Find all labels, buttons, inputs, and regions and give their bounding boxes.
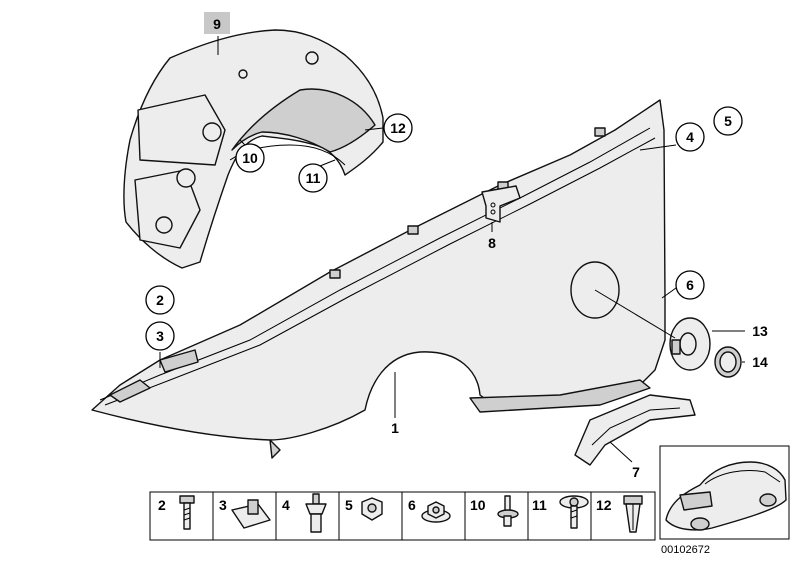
support-rail-part-7	[574, 394, 696, 466]
filler-ring-part-13	[669, 317, 711, 371]
svg-text:7: 7	[632, 464, 640, 480]
bracket-part-8	[481, 185, 521, 223]
svg-text:6: 6	[686, 277, 694, 293]
callout-4: 4	[675, 122, 705, 152]
svg-text:9: 9	[213, 16, 221, 32]
expanding-nut-icon	[623, 495, 643, 533]
callout-7: 7	[632, 464, 640, 480]
clip-nut-icon	[231, 499, 271, 529]
hex-nut-icon	[361, 497, 383, 521]
callout-11: 11	[298, 163, 328, 193]
bolt-icon	[179, 495, 195, 530]
diagram-code: 00102672	[661, 544, 710, 556]
filler-cap-part-14	[714, 346, 742, 378]
callout-14: 14	[752, 354, 768, 370]
svg-text:14: 14	[752, 354, 768, 370]
svg-text:1: 1	[391, 420, 399, 436]
callout-2: 2	[145, 285, 175, 315]
svg-text:3: 3	[156, 328, 164, 344]
legend-num-10: 10	[470, 497, 486, 513]
svg-text:2: 2	[156, 292, 164, 308]
callout-12: 12	[383, 113, 413, 143]
push-pin-icon	[497, 495, 519, 527]
legend-num-2: 2	[158, 497, 166, 513]
svg-text:8: 8	[488, 235, 496, 251]
screw-washer-icon	[559, 495, 589, 529]
legend-strip: 2 3 4 5 6	[149, 491, 656, 541]
callout-13: 13	[752, 323, 768, 339]
fender-panel	[91, 99, 666, 459]
legend-num-4: 4	[282, 497, 290, 513]
svg-text:11: 11	[306, 170, 321, 186]
callout-9: 9	[204, 12, 230, 34]
callout-5: 5	[713, 106, 743, 136]
wheel-arch-liner	[123, 29, 384, 269]
legend-num-5: 5	[345, 497, 353, 513]
expansion-rivet-icon	[305, 493, 327, 533]
svg-text:4: 4	[686, 129, 694, 145]
legend-num-3: 3	[219, 497, 227, 513]
legend-num-12: 12	[596, 497, 612, 513]
legend-num-6: 6	[408, 497, 416, 513]
leader-lines	[159, 36, 745, 463]
svg-text:13: 13	[752, 323, 768, 339]
callout-1: 1	[391, 420, 399, 436]
svg-text:12: 12	[390, 120, 406, 136]
svg-text:5: 5	[724, 113, 732, 129]
callout-6: 6	[675, 270, 705, 300]
callout-8: 8	[488, 235, 496, 251]
car-thumbnail	[659, 445, 790, 540]
callout-10: 10	[235, 143, 265, 173]
svg-text:10: 10	[242, 150, 258, 166]
legend-num-11: 11	[532, 497, 547, 513]
callout-3: 3	[145, 321, 175, 351]
flange-nut-icon	[421, 501, 451, 523]
